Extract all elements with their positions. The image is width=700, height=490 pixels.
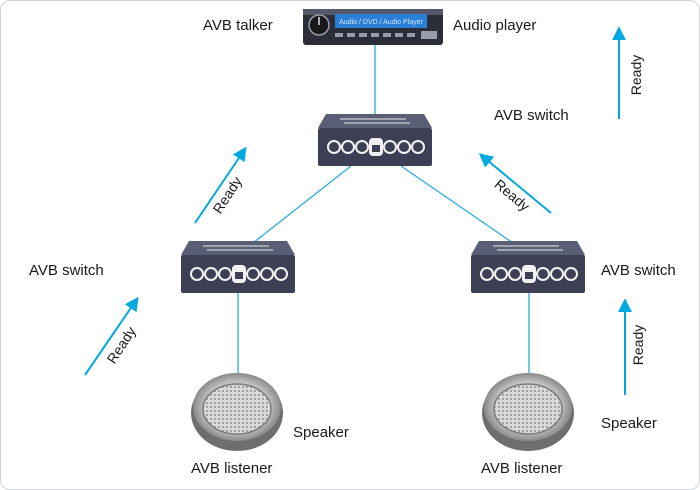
audio-player-icon: Audio / DVD / Audio Player — [303, 9, 443, 45]
avb-switch-right-icon — [471, 241, 585, 293]
audio-player-label: Audio player — [453, 17, 537, 34]
speaker-right-icon — [482, 373, 574, 451]
listener-left-label: AVB listener — [191, 460, 273, 477]
avb-switch-left-icon — [181, 241, 295, 293]
speaker-left-label: Speaker — [293, 424, 349, 441]
talker-label: AVB talker — [203, 17, 273, 34]
link-top-right-switch — [400, 165, 514, 244]
ready-arrow-icon — [194, 146, 247, 224]
avb-switch-top-icon — [318, 114, 432, 166]
link-top-left-switch — [252, 165, 352, 244]
ready-arrow-icon — [84, 296, 139, 376]
speaker-right-label: Speaker — [601, 415, 657, 432]
ready-label-bottom-right: Ready — [630, 324, 647, 366]
ready-arrow-icon — [478, 153, 552, 214]
switch-left-label: AVB switch — [29, 262, 104, 279]
ready-label-top-right: Ready — [628, 54, 645, 96]
player-display-text: Audio / DVD / Audio Player — [339, 19, 423, 26]
listener-right-label: AVB listener — [481, 460, 563, 477]
switch-right-label: AVB switch — [601, 262, 676, 279]
switch-top-label: AVB switch — [494, 107, 569, 124]
speaker-left-icon — [191, 373, 283, 451]
